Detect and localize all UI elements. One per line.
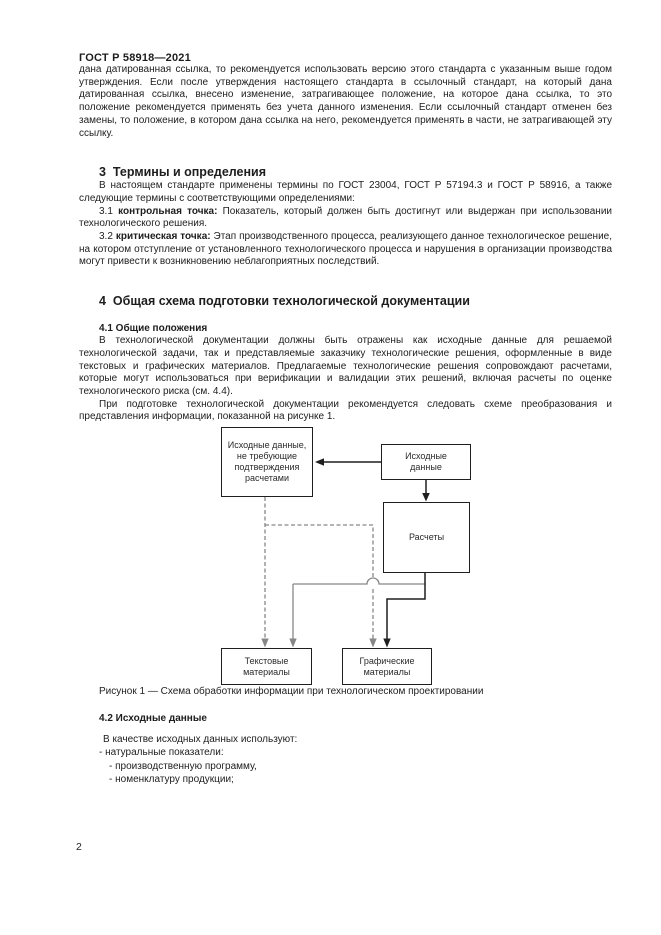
box-source-data-unconfirmed: Исходные данные, не требующие подтвержде… xyxy=(221,427,313,498)
figure-caption: Рисунок 1 — Схема обработки информации п… xyxy=(99,686,484,698)
page-number: 2 xyxy=(76,841,82,853)
section-4-heading: 4 Общая схема подготовки технологической… xyxy=(99,294,470,309)
intro-paragraph: дана датированная ссылка, то рекомендует… xyxy=(79,64,612,139)
term-3-1-definition: Показатель, который должен быть достигну… xyxy=(79,205,613,230)
section-3-intro: В настоящем стандарте применены термины … xyxy=(79,180,612,204)
term-3-1-number: 3.1 xyxy=(99,205,119,217)
box-graphic-materials: Графические материалы xyxy=(342,648,432,686)
section-4-1-paragraph-2: При подготовке технологической документа… xyxy=(79,398,612,423)
list-item: - производственную программу, xyxy=(109,760,257,772)
section-4-1-heading: 4.1 Общие положения xyxy=(99,323,208,335)
section-4-1-paragraph-1: В технологической документации должны бы… xyxy=(79,335,612,397)
box-text-materials: Текстовые материалы xyxy=(221,648,312,686)
section-4-2-heading: 4.2 Исходные данные xyxy=(99,712,207,724)
running-header: ГОСТ Р 58918—2021 xyxy=(79,52,191,64)
term-3-2-definition: Этап производственного процесса, реализу… xyxy=(79,231,613,268)
term-3-2-term: критическая точка: xyxy=(115,231,211,243)
term-3-2-number: 3.2 xyxy=(99,231,116,243)
section-3-heading: 3 Термины и определения xyxy=(99,165,267,180)
term-3-1-term: контрольная точка: xyxy=(118,205,218,217)
list-intro: В качестве исходных данных используют: xyxy=(103,733,298,745)
box-source-data: Исходные данные xyxy=(381,444,471,481)
box-calculations: Расчеты xyxy=(383,502,470,574)
figure-1-diagram: Исходные данные, не требующие подтвержде… xyxy=(0,425,661,686)
diagram-connectors xyxy=(261,458,430,648)
list-item: - номенклатуру продукции; xyxy=(109,773,234,785)
term-3-1: 3.1 контрольная точка: Показатель, котор… xyxy=(79,206,612,231)
list-item: - натуральные показатели: xyxy=(99,747,224,759)
term-3-2: 3.2 критическая точка: Этап производстве… xyxy=(79,231,612,269)
page-content: ГОСТ Р 58918—2021 дана датированная ссыл… xyxy=(79,0,612,786)
